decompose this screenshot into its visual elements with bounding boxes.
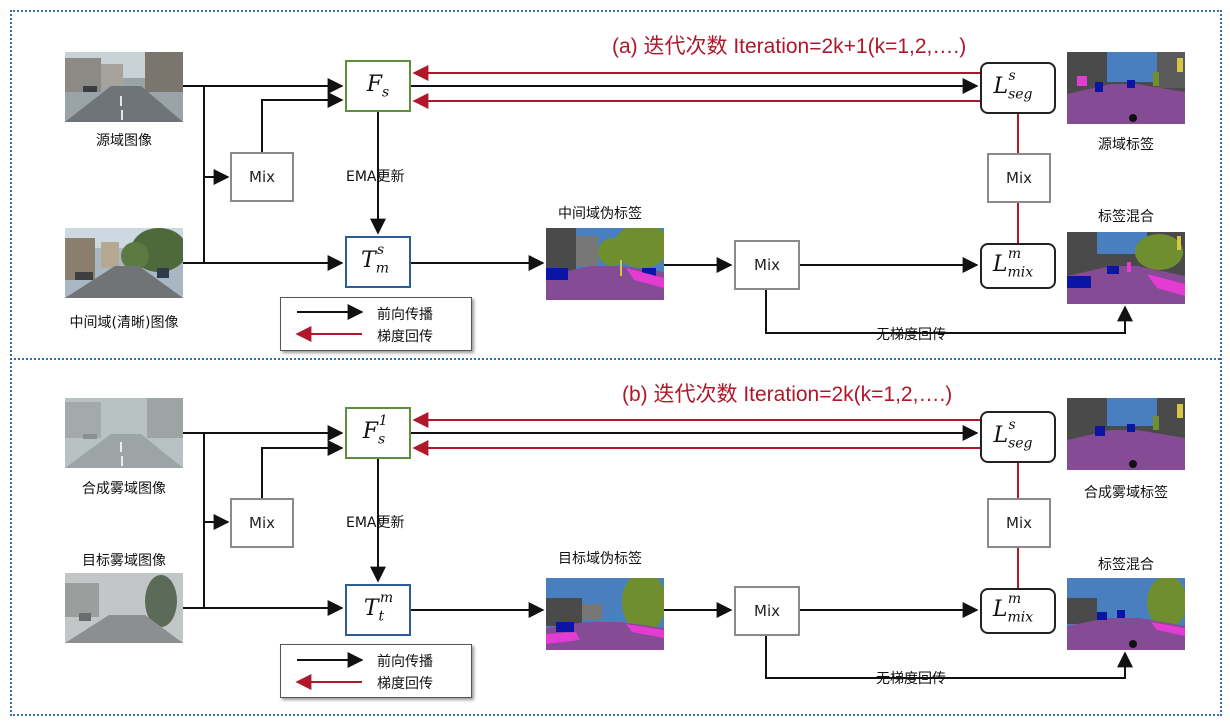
synthetic-fog-image-label: 合成雾域图像 — [82, 481, 166, 497]
teacher-model-sub: m — [375, 260, 389, 277]
mix-loss-sup-b: m — [1007, 590, 1022, 607]
panel-a-title: (a) 迭代次数 Iteration=2k+1(k=1,2,….) — [612, 35, 967, 58]
intermediate-pseudo-label-caption: 中间域伪标签 — [558, 206, 642, 222]
mix-loss-symbol-b: Lmix m — [992, 591, 1043, 626]
seg-loss-symbol: Lseg s — [993, 68, 1042, 103]
target-pseudo-label-caption: 目标域伪标签 — [558, 551, 642, 567]
mixed-label-image — [1067, 232, 1185, 304]
mix-input-box-b: Mix — [230, 498, 294, 548]
ema-update-label: EMA更新 — [346, 169, 405, 185]
seg-loss-sub: seg — [1008, 86, 1033, 103]
target-fog-image — [65, 573, 183, 643]
student-model-box-b: Fs 1 — [345, 407, 411, 459]
source-label-caption: 源域标签 — [1098, 137, 1154, 153]
target-pseudo-label-image — [546, 578, 664, 650]
teacher-model-sub-b: t — [378, 608, 385, 625]
legend-forward-label: 前向传播 — [377, 307, 433, 323]
mix-loss-sup: m — [1007, 245, 1022, 262]
mix-loss-base: L — [992, 251, 1008, 277]
student-model-base: F — [366, 71, 383, 97]
teacher-model-sup: s — [377, 241, 385, 258]
mix-label-label-b: Mix — [1006, 514, 1032, 532]
legend-b: 前向传播 梯度回传 — [280, 644, 472, 698]
mix-middle-box-b: Mix — [734, 586, 800, 636]
mix-loss-box: Lmix m — [980, 243, 1056, 289]
no-gradient-label: 无梯度回传 — [876, 327, 946, 343]
mix-label-label: Mix — [1006, 169, 1032, 187]
outer-frame — [10, 10, 1222, 716]
seg-loss-base: L — [993, 73, 1009, 99]
mix-loss-base-b: L — [992, 596, 1008, 622]
intermediate-clear-image-label: 中间域(清晰)图像 — [69, 315, 179, 331]
source-domain-image-label: 源域图像 — [96, 133, 152, 149]
target-fog-image-label: 目标雾域图像 — [82, 553, 166, 569]
teacher-model-base-b: T — [363, 595, 379, 621]
student-model-sub-b: s — [378, 431, 386, 448]
mixed-label-caption-b: 标签混合 — [1098, 557, 1154, 573]
mix-label-box-b: Mix — [987, 498, 1051, 548]
mix-middle-label: Mix — [754, 256, 780, 274]
intermediate-clear-image — [65, 228, 183, 298]
source-label-image — [1067, 52, 1185, 124]
seg-loss-base-b: L — [993, 422, 1009, 448]
seg-loss-box-b: Lseg s — [980, 411, 1056, 463]
mix-loss-sub: mix — [1007, 264, 1034, 281]
student-model-symbol-b: Fs 1 — [362, 413, 393, 448]
seg-loss-sup-b: s — [1008, 416, 1016, 433]
legend-a: 前向传播 梯度回传 — [280, 297, 472, 351]
mix-middle-label-b: Mix — [754, 602, 780, 620]
source-domain-image — [65, 52, 183, 122]
legend-forward-label-b: 前向传播 — [377, 654, 433, 670]
seg-loss-symbol-b: Lseg s — [993, 417, 1042, 452]
student-model-symbol: Fs — [367, 72, 389, 100]
seg-loss-box: Lseg s — [980, 62, 1056, 114]
legend-backward-label-b: 梯度回传 — [377, 676, 433, 692]
mix-label-box: Mix — [987, 153, 1051, 203]
mix-loss-symbol: Lmix m — [992, 246, 1043, 281]
student-model-sub: s — [382, 84, 390, 101]
teacher-model-sup-b: m — [379, 589, 394, 606]
mix-loss-sub-b: mix — [1007, 609, 1034, 626]
student-model-box: Fs — [345, 60, 411, 112]
mix-middle-box: Mix — [734, 240, 800, 290]
panel-b-title: (b) 迭代次数 Iteration=2k(k=1,2,….) — [622, 383, 953, 406]
synthetic-fog-label-caption: 合成雾域标签 — [1084, 485, 1168, 501]
mix-input-box: Mix — [230, 152, 294, 202]
intermediate-pseudo-label-image — [546, 228, 664, 300]
panel-divider — [10, 358, 1220, 360]
mix-input-label-b: Mix — [249, 514, 275, 532]
synthetic-fog-image — [65, 398, 183, 468]
mix-loss-box-b: Lmix m — [980, 588, 1056, 634]
ema-update-label-b: EMA更新 — [346, 515, 405, 531]
student-model-sup-b: 1 — [378, 412, 388, 429]
mixed-label-image-b — [1067, 578, 1185, 650]
synthetic-fog-label-image — [1067, 398, 1185, 470]
mixed-label-caption: 标签混合 — [1098, 209, 1154, 225]
mix-input-label: Mix — [249, 168, 275, 186]
teacher-model-base: T — [361, 247, 376, 273]
seg-loss-sup: s — [1008, 67, 1016, 84]
student-model-base-b: F — [362, 418, 379, 444]
seg-loss-sub-b: seg — [1008, 435, 1033, 452]
legend-backward-label: 梯度回传 — [377, 329, 433, 345]
